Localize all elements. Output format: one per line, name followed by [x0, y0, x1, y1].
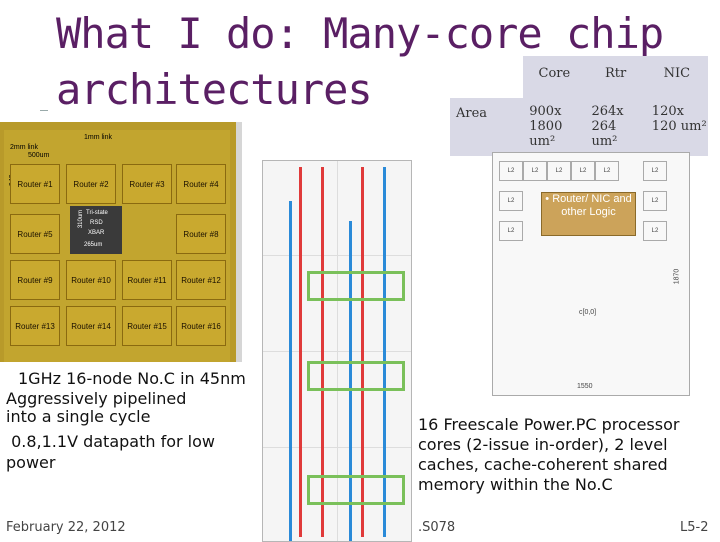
router-12: Router #12 — [176, 260, 226, 300]
router-14: Router #14 — [66, 306, 116, 346]
chip-note-xbar: XBAR — [88, 230, 105, 236]
core-bottom-dimension: 1550 — [577, 383, 593, 390]
floorplan-wire-blue — [289, 201, 292, 541]
chip-note-2mm: 2mm link — [10, 144, 39, 151]
table-header-core: Core — [523, 56, 586, 98]
router-11: Router #11 — [122, 260, 172, 300]
table-header-rtr: Rtr — [585, 56, 646, 98]
right-text-line-2: cores (2-issue in-order), 2 level — [418, 435, 668, 454]
floorplan-highlight — [307, 475, 405, 505]
floorplan-wire-red — [299, 167, 302, 537]
l2-cell: L2 — [643, 221, 667, 241]
chip-note-rsd: RSD — [90, 220, 103, 226]
router-5: Router #5 — [10, 214, 60, 254]
l2-cell: L2 — [595, 161, 619, 181]
floorplan-wire-red — [361, 167, 364, 537]
l2-cell: L2 — [643, 161, 667, 181]
router-13: Router #13 — [10, 306, 60, 346]
footer-page-number: L5-2 — [680, 520, 709, 535]
router-15: Router #15 — [122, 306, 172, 346]
chip-edge — [236, 122, 242, 362]
table-cell-nic: 120x 120 um² — [645, 98, 708, 156]
router-3: Router #3 — [122, 164, 172, 204]
floorplan-highlight — [307, 361, 405, 391]
l2-cell: L2 — [643, 191, 667, 211]
floorplan-wire-blue — [349, 221, 352, 541]
left-text-line-1: 1GHz 16-node No.C in 45nm — [18, 369, 246, 388]
floorplan-wire-blue — [383, 167, 386, 537]
title-divider — [40, 110, 48, 111]
left-text-line-5: power — [6, 453, 56, 472]
chip-note-1mm: 1mm link — [84, 134, 113, 141]
table-cell-core: 900x 1800 um² — [523, 98, 586, 156]
table-corner — [450, 56, 524, 98]
core-detail-diagram: L2 L2 L2 L2 L2 L2 L2 L2 L2 L2 c[0,0] 155… — [492, 152, 690, 396]
chip-note-310um: 310um — [78, 209, 85, 229]
l2-cell: L2 — [499, 191, 523, 211]
right-text-line-3: caches, cache-coherent shared — [418, 455, 668, 474]
chip-note-tri: Tri-state — [86, 210, 108, 216]
floorplan-wire-red — [321, 167, 324, 537]
area-table: Core Rtr NIC Area 900x 1800 um² 264x 264… — [450, 56, 708, 156]
router-zoom-block: Tri-state RSD XBAR 310um 265um — [70, 206, 122, 254]
table-row-label: Area — [450, 98, 524, 156]
router-16: Router #16 — [176, 306, 226, 346]
l2-cell: L2 — [547, 161, 571, 181]
table-header-nic: NIC — [645, 56, 708, 98]
chip-note-265um: 265um — [84, 242, 103, 248]
floorplan-highlight — [307, 271, 405, 301]
right-text-line-4: memory within the No.C — [418, 475, 613, 494]
slide-title: What I do: Many-core chip architectures — [56, 9, 664, 114]
core-center-label: c[0,0] — [579, 309, 597, 316]
footer-date: February 22, 2012 — [6, 520, 126, 535]
l2-cell: L2 — [571, 161, 595, 181]
floorplan-gridline — [337, 161, 338, 541]
table-cell-rtr: 264x 264 um² — [585, 98, 646, 156]
left-text-line-4: 0.8,1.1V datapath for low — [6, 432, 215, 451]
left-text-line-3: into a single cycle — [6, 407, 151, 426]
router-2: Router #2 — [66, 164, 116, 204]
router-1: Router #1 — [10, 164, 60, 204]
router-10: Router #10 — [66, 260, 116, 300]
l2-cell: L2 — [523, 161, 547, 181]
l2-cell: L2 — [499, 161, 523, 181]
chip-note-500um: 500um — [28, 152, 50, 159]
footer-course: .S078 — [418, 520, 456, 535]
left-text-line-2: Aggressively pipelined — [6, 389, 187, 408]
l2-cell: L2 — [499, 221, 523, 241]
router-nic-callout: • Router/ NIC and other Logic — [541, 192, 636, 236]
chip-die-photo: 1mm link 2mm link 500um 640um Router #1 … — [0, 122, 242, 362]
router-8: Router #8 — [176, 214, 226, 254]
router-4: Router #4 — [176, 164, 226, 204]
router-9: Router #9 — [10, 260, 60, 300]
right-text-line-1: 16 Freescale Power.PC processor — [418, 415, 680, 434]
floorplan-diagram — [262, 160, 412, 542]
core-side-dimension: 1870 — [673, 268, 681, 285]
